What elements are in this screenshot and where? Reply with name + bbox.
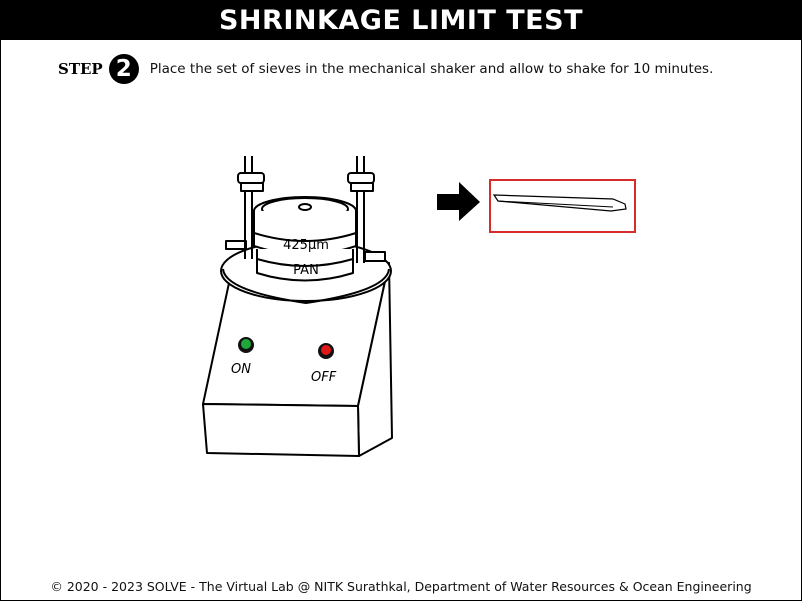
on-label: ON <box>231 362 251 377</box>
on-button[interactable] <box>238 337 254 353</box>
pan-label: PAN <box>293 263 319 278</box>
sieve-size-label: 425µm <box>283 238 329 253</box>
step-number-badge: 2 <box>108 54 139 84</box>
step-label: STEP <box>58 60 103 78</box>
step-instruction-text: Place the set of sieves in the mechanica… <box>149 61 714 77</box>
step-instruction: STEP 2 Place the set of sieves in the me… <box>58 53 713 85</box>
shrinkage-strip-target[interactable] <box>489 179 636 233</box>
right-arrow-icon <box>437 182 480 221</box>
off-label: OFF <box>311 370 337 385</box>
off-button[interactable] <box>318 343 334 359</box>
footer-copyright: © 2020 - 2023 SOLVE - The Virtual Lab @ … <box>50 579 752 594</box>
mechanical-shaker[interactable] <box>202 156 393 457</box>
page-title: SHRINKAGE LIMIT TEST <box>1 1 801 40</box>
